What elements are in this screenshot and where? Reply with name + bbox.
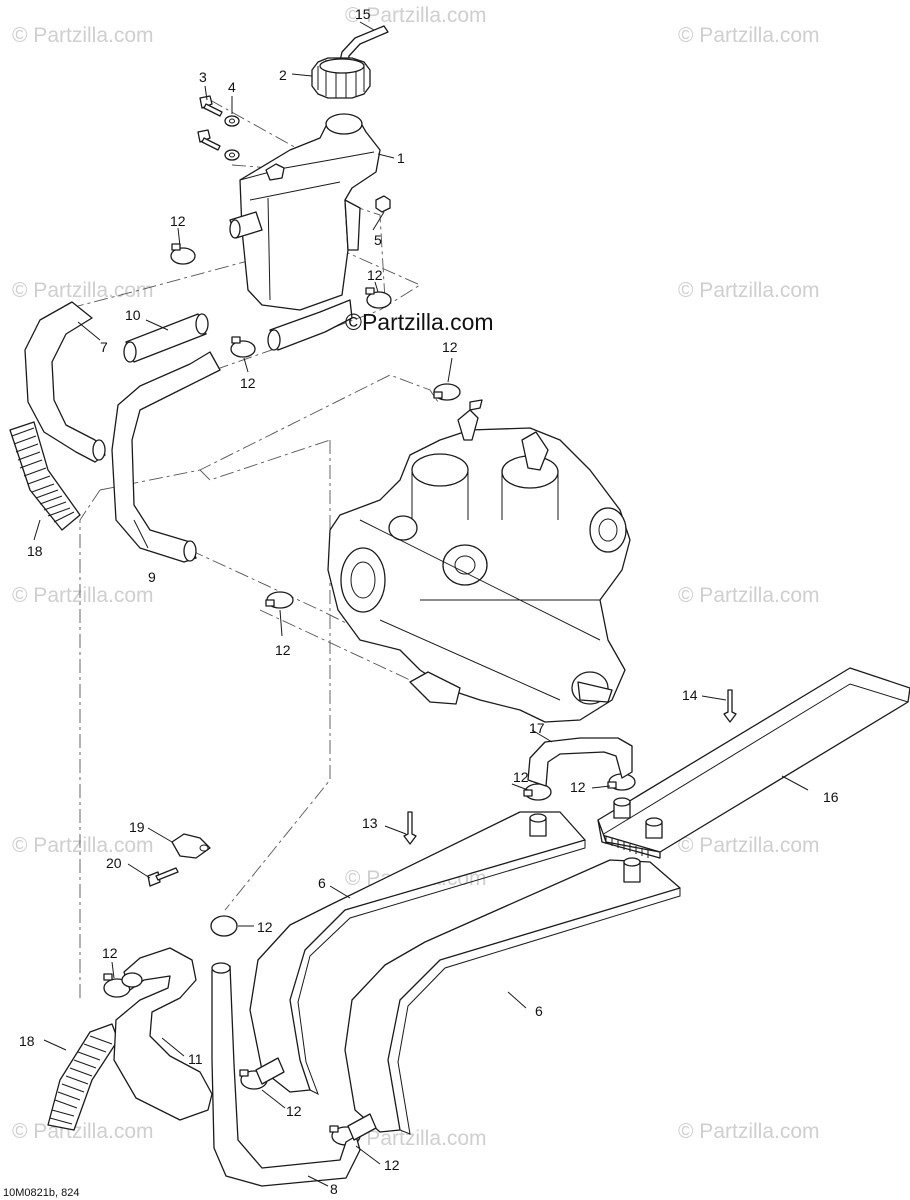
leader-lines (33, 21, 809, 1187)
callout-12i: 12 (102, 945, 118, 961)
callout-18b: 18 (19, 1033, 35, 1049)
hose-clamp (433, 383, 461, 401)
coolant-hose (24, 301, 106, 463)
coolant-reservoir (229, 113, 381, 351)
callouts: 15 2 3 4 1 5 12 12 12 12 12 7 10 9 18 14… (19, 6, 839, 1197)
callout-1: 1 (397, 150, 405, 166)
screw (197, 129, 221, 151)
callout-17: 17 (529, 720, 545, 736)
nut (375, 195, 391, 213)
callout-5: 5 (374, 232, 382, 248)
watermark: © Partzilla.com (12, 834, 154, 857)
callout-16: 16 (823, 789, 839, 805)
callout-13: 13 (362, 815, 378, 831)
heat-exchanger (344, 857, 681, 1135)
reservoir-cap (311, 57, 371, 99)
callout-12c: 12 (240, 375, 256, 391)
rivet (403, 811, 417, 845)
watermark: © Partzilla.com (678, 24, 820, 47)
callout-8: 8 (330, 1181, 338, 1197)
callout-12k: 12 (384, 1157, 400, 1173)
coolant-hose (113, 947, 213, 1121)
watermark: © Partzilla.com (678, 1120, 820, 1143)
hose-clamp (170, 243, 196, 265)
callout-12a: 12 (170, 213, 186, 229)
callout-12f: 12 (513, 769, 529, 785)
callout-6a: 6 (318, 875, 326, 891)
callout-12j: 12 (286, 1103, 302, 1119)
hose-clamp (210, 915, 238, 937)
callout-12g: 12 (570, 779, 586, 795)
callout-6b: 6 (535, 1003, 543, 1019)
callout-3: 3 (199, 69, 207, 85)
watermark: © Partzilla.com (12, 584, 154, 607)
callout-12b: 12 (367, 267, 383, 283)
callout-18a: 18 (27, 543, 43, 559)
screw (147, 867, 179, 887)
rivet (723, 689, 737, 723)
watermark: © Partzilla.com (345, 4, 487, 27)
callout-12d: 12 (442, 339, 458, 355)
callout-2: 2 (279, 67, 287, 83)
hose-clip (171, 833, 211, 859)
callout-12h: 12 (257, 919, 273, 935)
callout-15: 15 (355, 6, 371, 22)
hose-clamp (365, 287, 392, 309)
spiral-hose-protector (47, 1023, 119, 1131)
heat-exchanger (597, 667, 910, 859)
screw (199, 95, 223, 117)
watermark: © Partzilla.com (12, 279, 154, 302)
hose-connector (347, 1113, 377, 1141)
callout-4: 4 (228, 79, 236, 95)
callout-11: 11 (188, 1051, 203, 1067)
hose-clamp (265, 591, 294, 609)
hose-clamp (230, 336, 256, 358)
callout-12e: 12 (275, 642, 291, 658)
straight-hose (123, 313, 209, 363)
watermark: © Partzilla.com (12, 24, 154, 47)
diagram-code: 10M0821b, 824 (3, 1187, 79, 1199)
callout-7: 7 (100, 339, 108, 355)
hose-clamp (523, 783, 552, 801)
watermark: © Partzilla.com (678, 584, 820, 607)
callout-9: 9 (148, 569, 156, 585)
washer (224, 115, 240, 161)
spiral-hose-protector (9, 421, 81, 531)
watermark: © Partzilla.com (345, 1127, 487, 1150)
watermark: © Partzilla.com (678, 279, 820, 302)
watermark: © Partzilla.com (12, 1120, 154, 1143)
hose-connector (255, 1057, 285, 1085)
watermark: © Partzilla.com (678, 834, 820, 857)
callout-14: 14 (682, 687, 698, 703)
callout-10: 10 (125, 307, 141, 323)
callout-19: 19 (129, 819, 145, 835)
coolant-hose (111, 351, 221, 563)
callout-20: 20 (106, 855, 122, 871)
heat-exchanger (249, 811, 586, 1096)
engine-block (327, 399, 631, 723)
hose-clamp (607, 773, 636, 791)
watermark-center: ©Partzilla.com (345, 309, 494, 335)
